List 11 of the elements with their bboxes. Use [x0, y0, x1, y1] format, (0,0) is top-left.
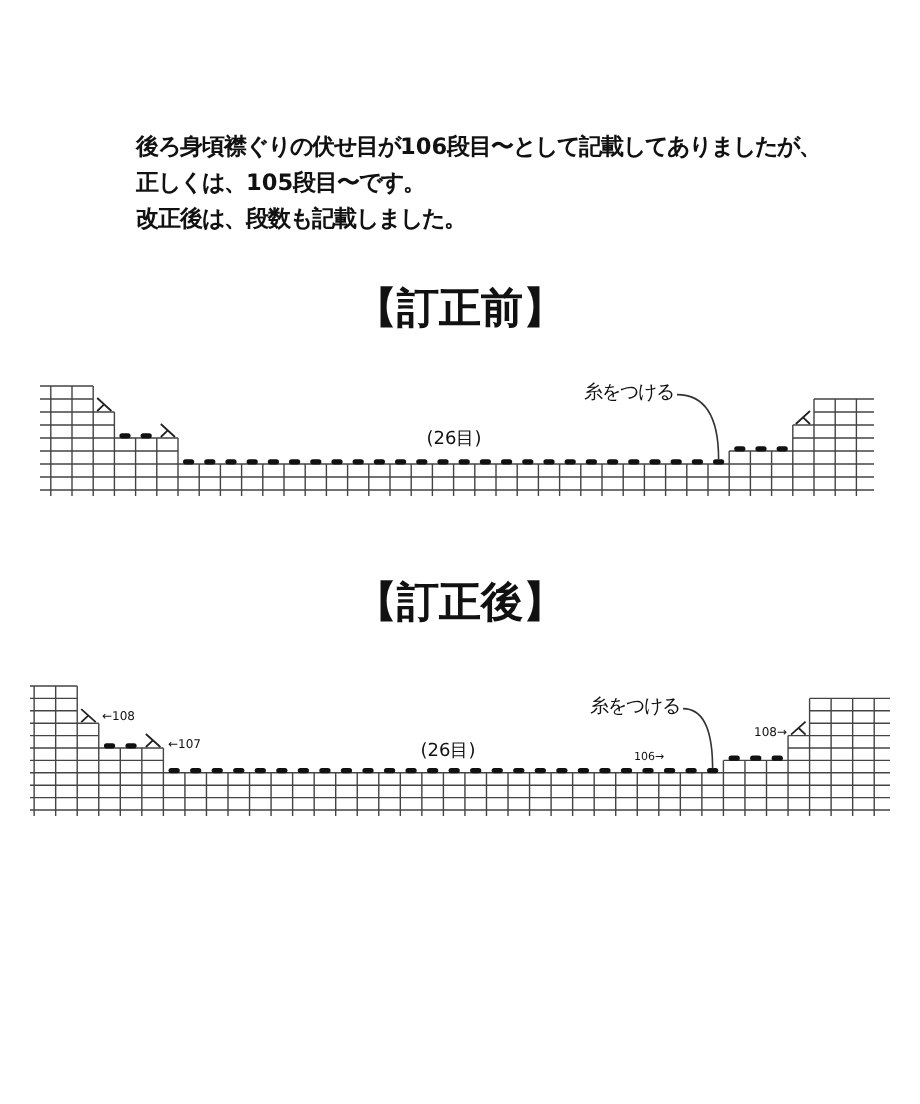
stitch-count-label: (26目)	[420, 742, 476, 763]
notice-text: 後ろ身頃襟ぐりの伏せ目が106段目〜として記載してありましたが、	[136, 134, 822, 160]
notice-text: 正しくは、105段目〜です。	[136, 170, 426, 196]
leader-line	[682, 707, 714, 770]
section-heading: 【訂正後】	[355, 578, 565, 627]
stitch-count-label: (26目)	[426, 430, 482, 451]
leader-line	[676, 393, 720, 460]
section-heading: 【訂正前】	[355, 284, 565, 333]
notice-text: 改正後は、段数も記載しました。	[136, 206, 466, 232]
annotation-text: 糸をつける	[584, 384, 674, 406]
annotation-text: 糸をつける	[590, 698, 680, 720]
